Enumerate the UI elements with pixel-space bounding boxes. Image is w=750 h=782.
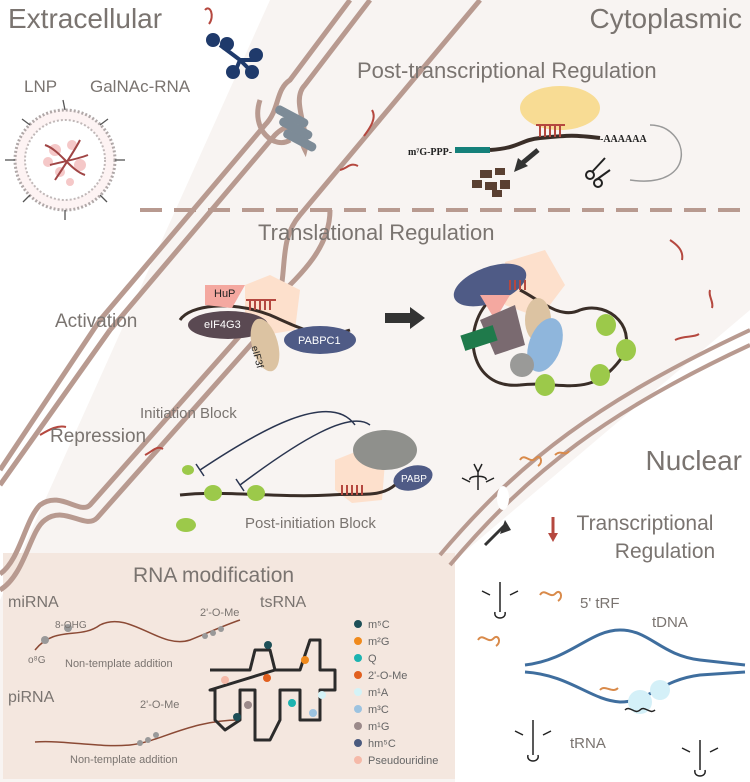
legend-label: m¹G [368, 721, 389, 733]
legend-label: hm⁵C [368, 738, 396, 750]
tsrna-cloverleaf [208, 638, 337, 742]
modification-legend: m⁵C m²G Q 2'-O-Me m¹A m³C m¹G hm⁵C Pseudouridine [354, 619, 438, 767]
activation-complex-right [453, 250, 636, 396]
lnp-label: LNP [24, 77, 57, 96]
initiation-block-inhibitor-1 [199, 410, 356, 471]
legend-label: m¹A [368, 687, 389, 699]
nuclear-envelope-inner [448, 343, 750, 567]
trf-fragments [477, 450, 570, 647]
legend-swatch [354, 620, 362, 628]
free-rna-fragments [39, 7, 714, 456]
endocytic-pit [255, 99, 292, 146]
activation-complex-left [178, 275, 356, 372]
repression-label: Repression [50, 426, 146, 447]
pirna-label: piRNA [8, 689, 55, 706]
repression-complex [176, 410, 433, 532]
translational-title: Translational Regulation [258, 220, 494, 245]
tdna-label: tDNA [652, 614, 688, 631]
cytoplasmic-label: Cytoplasmic [590, 3, 742, 34]
legend-swatch [354, 739, 362, 747]
legend-label: Pseudouridine [368, 755, 438, 767]
pirna-non-template-label: Non-template addition [70, 754, 178, 766]
mirna-8ohg-label: 8-OHG [55, 620, 87, 631]
scissors-icon [585, 157, 611, 188]
post-transcriptional-mrna [455, 86, 682, 197]
trna-icon-nucleus-bottom [514, 720, 552, 762]
trna-label: tRNA [570, 735, 606, 752]
rna-modification-title: RNA modification [133, 564, 294, 587]
transcriptional-title-2: Regulation [615, 540, 715, 563]
mirna-non-template-label: Non-template addition [65, 658, 173, 670]
pabpc1-label: PABPC1 [298, 335, 341, 347]
legend-label: m⁵C [368, 619, 390, 631]
membrane-segment-d [0, 328, 113, 487]
nuclear-pore [497, 486, 509, 510]
rna-modification-panel [3, 553, 455, 779]
legend-swatch [354, 722, 362, 730]
legend-swatch [354, 671, 362, 679]
legend-swatch [354, 654, 362, 662]
legend-label: Q [368, 653, 377, 665]
membrane-segment-a [98, 0, 352, 322]
trna-icon-cytoplasm [461, 463, 495, 490]
legend-label: 2'-O-Me [368, 670, 407, 682]
legend-swatch [354, 756, 362, 764]
hup-label: HuP [214, 288, 235, 300]
mirna-strand [34, 619, 241, 651]
legend-swatch [354, 637, 362, 645]
activation-arrow [385, 307, 425, 329]
mirna-label: miRNA [8, 594, 59, 611]
legend-label: m³C [368, 704, 389, 716]
activation-label: Activation [55, 311, 137, 332]
pabp-label: PABP [401, 474, 427, 485]
trna-icon-nucleus-right [681, 740, 719, 777]
export-arrow [483, 523, 507, 547]
legend-swatch [354, 705, 362, 713]
initiation-block-inhibitor-2 [239, 420, 371, 486]
membrane-inner-lower [0, 338, 257, 593]
pirna-2ome-label: 2'-O-Me [140, 699, 179, 711]
legend-swatch [354, 688, 362, 696]
mirna-o8g-label: o⁸G [28, 655, 46, 666]
galnac-cluster-icon [206, 33, 263, 79]
trna-icon-nucleus-left [481, 582, 519, 619]
extracellular-label: Extracellular [8, 3, 162, 34]
transcriptional-title-1: Transcriptional [577, 512, 714, 535]
lnp-particle [5, 99, 125, 220]
legend-label: m²G [368, 636, 389, 648]
asgpr-receptor [275, 105, 317, 152]
pirna-strand [34, 719, 241, 747]
galnac-rna-label: GalNAc-RNA [90, 77, 191, 96]
membrane-segment-c [0, 318, 103, 472]
mirna-2ome-label: 2'-O-Me [200, 607, 239, 619]
membrane-outer-lower [0, 209, 333, 577]
cap-label: m⁷G-PPP- [408, 147, 452, 158]
polya-label: -AAAAAA [600, 134, 647, 145]
tdna-bubble [524, 628, 746, 714]
nuclear-envelope-outer [438, 328, 750, 557]
post-transcriptional-title: Post-transcriptional Regulation [357, 58, 657, 83]
nuclear-label: Nuclear [646, 445, 742, 476]
trf-label: 5' tRF [580, 595, 620, 612]
eif4g3-label: eIF4G3 [204, 319, 241, 331]
initiation-block-label: Initiation Block [140, 405, 237, 422]
tsrna-label: tsRNA [260, 594, 307, 611]
post-initiation-block-label: Post-initiation Block [245, 515, 376, 532]
